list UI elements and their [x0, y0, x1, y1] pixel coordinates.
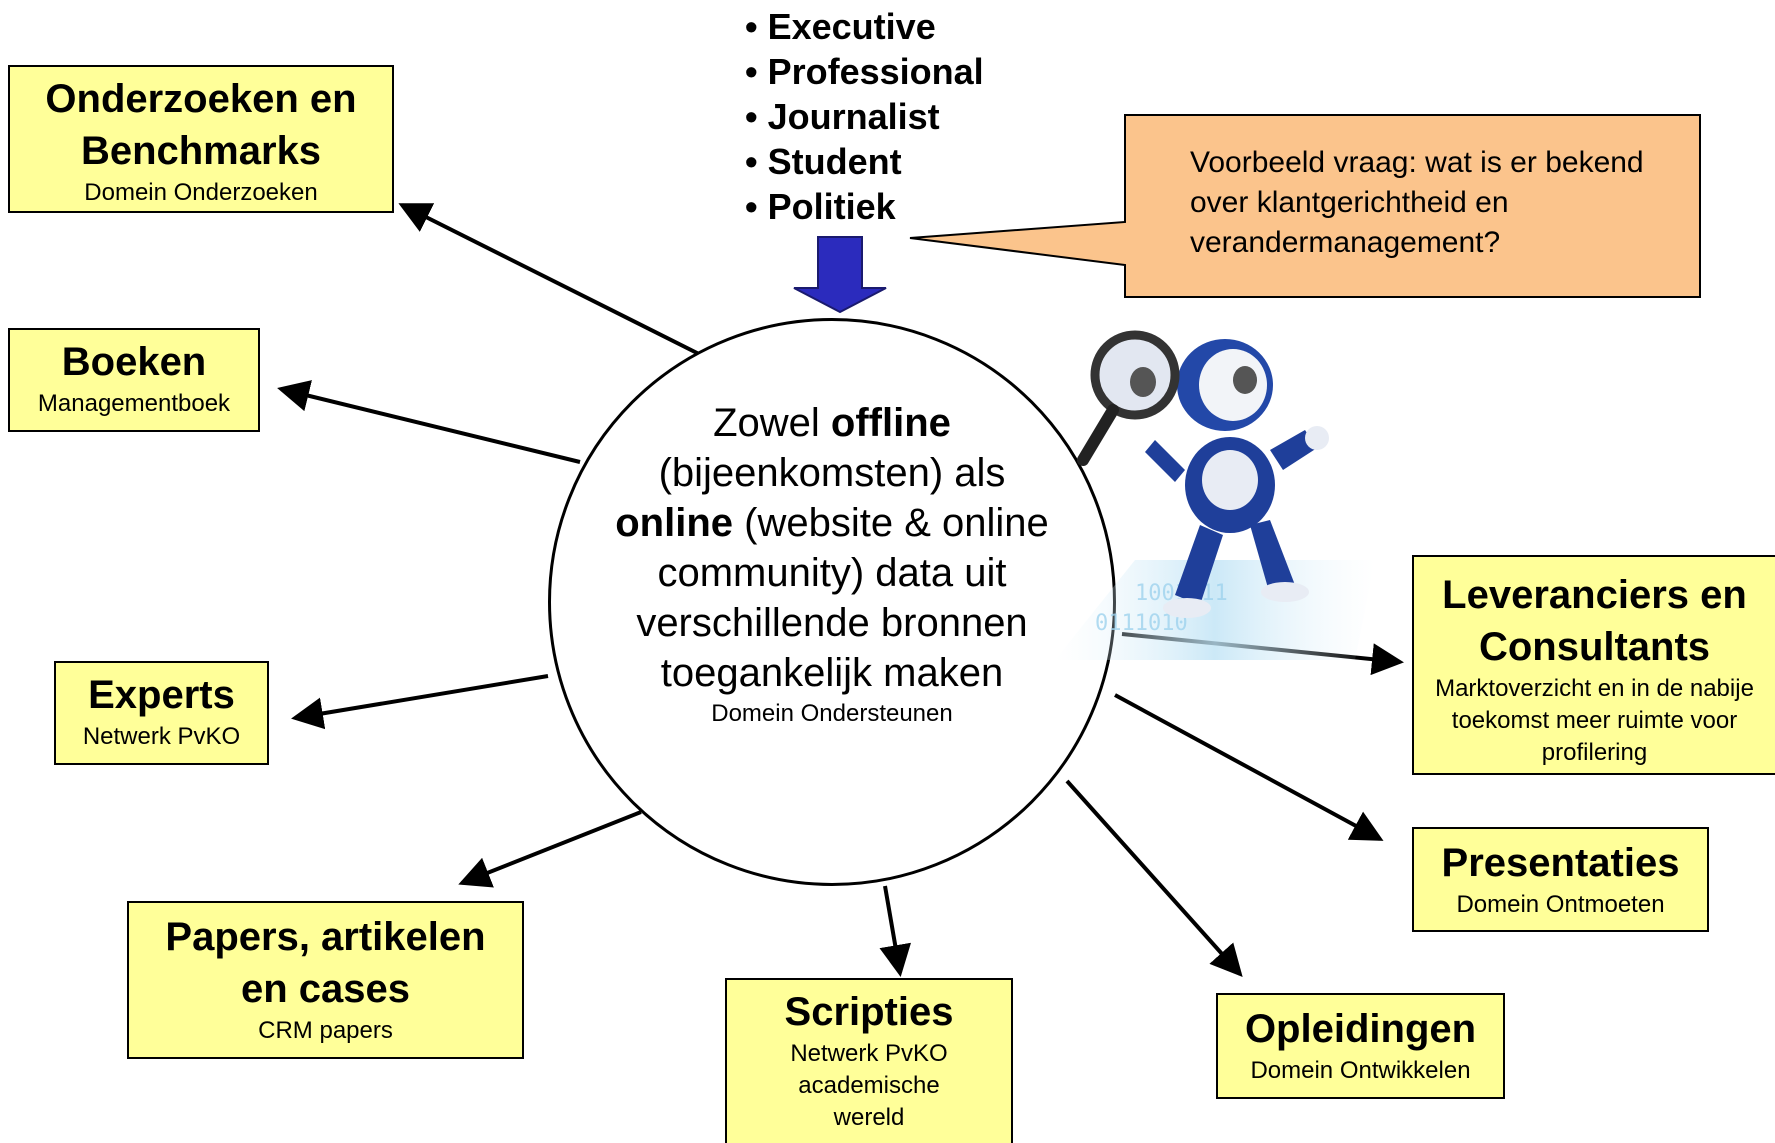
- arrow-experts: [291, 674, 549, 730]
- box-leveranciers: Leveranciers en Consultants Marktoverzic…: [1412, 555, 1775, 775]
- center-text-bold: online: [615, 501, 734, 545]
- box-title: Opleidingen: [1244, 1007, 1477, 1051]
- arrow-scripties: [879, 885, 912, 977]
- down-arrow-icon: [793, 236, 887, 314]
- box-subtitle: Domein Onderzoeken: [84, 179, 318, 206]
- center-text-part: (bijeenkomsten) als: [658, 451, 1006, 495]
- audience-list: Executive Professional Journalist Studen…: [745, 4, 984, 229]
- box-title: Papers, artikelen en cases: [165, 915, 486, 1011]
- box-opleidingen: Opleidingen Domein Ontwikkelen: [1216, 993, 1505, 1099]
- box-subtitle: Netwerk PvKO academische wereld: [790, 1040, 948, 1131]
- arrow-boeken: [277, 380, 581, 464]
- box-experts: Experts Netwerk PvKO: [54, 661, 269, 765]
- audience-item: Politiek: [745, 184, 984, 229]
- box-title: Scripties: [784, 990, 954, 1034]
- box-title: Experts: [88, 673, 235, 717]
- callout-shape: [909, 114, 1701, 298]
- box-boeken: Boeken Managementboek: [8, 328, 260, 432]
- audience-item: Student: [745, 139, 984, 184]
- box-title: Onderzoeken en Benchmarks: [45, 77, 357, 173]
- box-title: Boeken: [61, 340, 207, 384]
- box-title: Leveranciers en Consultants: [1442, 573, 1747, 669]
- box-subtitle: CRM papers: [258, 1017, 393, 1044]
- box-presentaties: Presentaties Domein Ontmoeten: [1412, 827, 1709, 932]
- box-subtitle: Netwerk PvKO: [82, 723, 241, 750]
- center-subtitle: Domein Ondersteunen: [711, 700, 953, 727]
- arrow-opleidingen: [1065, 779, 1243, 977]
- box-subtitle: Managementboek: [37, 390, 231, 417]
- box-onderzoeken: Onderzoeken en Benchmarks Domein Onderzo…: [8, 65, 394, 213]
- box-subtitle: Domein Ontmoeten: [1456, 891, 1665, 918]
- audience-item: Executive: [745, 4, 984, 49]
- arrow-papers: [458, 810, 642, 888]
- center-text-bold: offline: [830, 401, 951, 445]
- callout-text: Voorbeeld vraag: wat is er bekend over k…: [1190, 146, 1644, 259]
- audience-item: Journalist: [745, 94, 984, 139]
- arrow-presentaties: [1114, 693, 1384, 841]
- arrow-onderzoeken: [398, 203, 704, 358]
- box-title: Presentaties: [1441, 841, 1680, 885]
- box-scripties: Scripties Netwerk PvKO academische werel…: [725, 978, 1013, 1143]
- center-text-part: (website & online community) data uit ve…: [636, 501, 1049, 695]
- center-text: Zowel offline (bijeenkomsten) als online…: [595, 398, 1069, 730]
- robot-magnifier-icon: 0111010 1001011: [1055, 330, 1375, 660]
- box-papers: Papers, artikelen en cases CRM papers: [127, 901, 524, 1059]
- center-text-part: Zowel: [713, 401, 831, 445]
- box-subtitle: Domein Ontwikkelen: [1250, 1057, 1471, 1084]
- box-subtitle: Marktoverzicht en in de nabije toekomst …: [1435, 675, 1754, 766]
- center-circle: [548, 318, 1116, 886]
- audience-item: Professional: [745, 49, 984, 94]
